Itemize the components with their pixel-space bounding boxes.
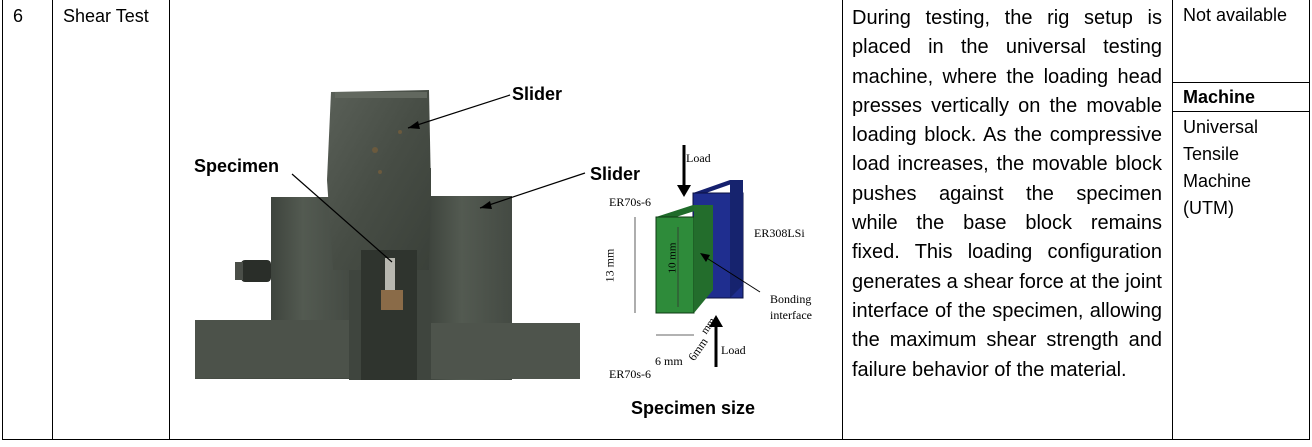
figure-caption: Specimen size xyxy=(631,398,756,418)
column-divider xyxy=(52,0,53,440)
shear-rig-photo xyxy=(195,90,580,380)
label-load-bottom: Load xyxy=(721,343,746,357)
green-block-side xyxy=(694,205,713,313)
label-height: 13 mm xyxy=(602,248,617,283)
label-material-right: ER308LSi xyxy=(754,226,805,240)
label-material-left: ER70s-6 xyxy=(609,195,651,209)
table-border-bottom xyxy=(2,439,1310,440)
standard-value: Not available xyxy=(1183,5,1288,25)
test-description: During testing, the rig setup is placed … xyxy=(852,7,1162,381)
table-border-left xyxy=(2,0,3,440)
label-specimen: Specimen xyxy=(194,156,280,176)
label-material-bottom: ER70s-6 xyxy=(609,367,651,381)
photo-leader-lines xyxy=(291,94,586,263)
column-divider xyxy=(1172,0,1173,440)
blue-block-side xyxy=(730,180,743,298)
arrowhead xyxy=(480,201,492,209)
leader-line xyxy=(291,173,393,263)
table-border-right xyxy=(1309,0,1310,440)
row-number: 6 xyxy=(13,6,24,26)
cell-divider xyxy=(1172,82,1310,83)
arrowhead xyxy=(408,121,420,129)
specimen-size-diagram xyxy=(634,145,761,367)
label-load-top: Load xyxy=(686,151,711,165)
cell-divider xyxy=(1172,111,1310,112)
machine-value: Universal Tensile Machine (UTM) xyxy=(1183,117,1259,218)
label-bonding: Bonding xyxy=(770,292,812,306)
leader-line xyxy=(407,94,511,129)
green-block xyxy=(655,216,695,314)
leader-line xyxy=(479,172,586,209)
label-interface: interface xyxy=(770,308,812,322)
label-slider-top: Slider xyxy=(512,84,563,104)
machine-header: Machine xyxy=(1183,87,1256,107)
label-width: 6 mm xyxy=(655,354,683,368)
column-divider xyxy=(169,0,170,440)
label-inner-height: 10 mm xyxy=(666,242,679,274)
test-name: Shear Test xyxy=(63,6,149,26)
column-divider xyxy=(842,0,843,440)
label-slider-right: Slider xyxy=(590,164,641,184)
